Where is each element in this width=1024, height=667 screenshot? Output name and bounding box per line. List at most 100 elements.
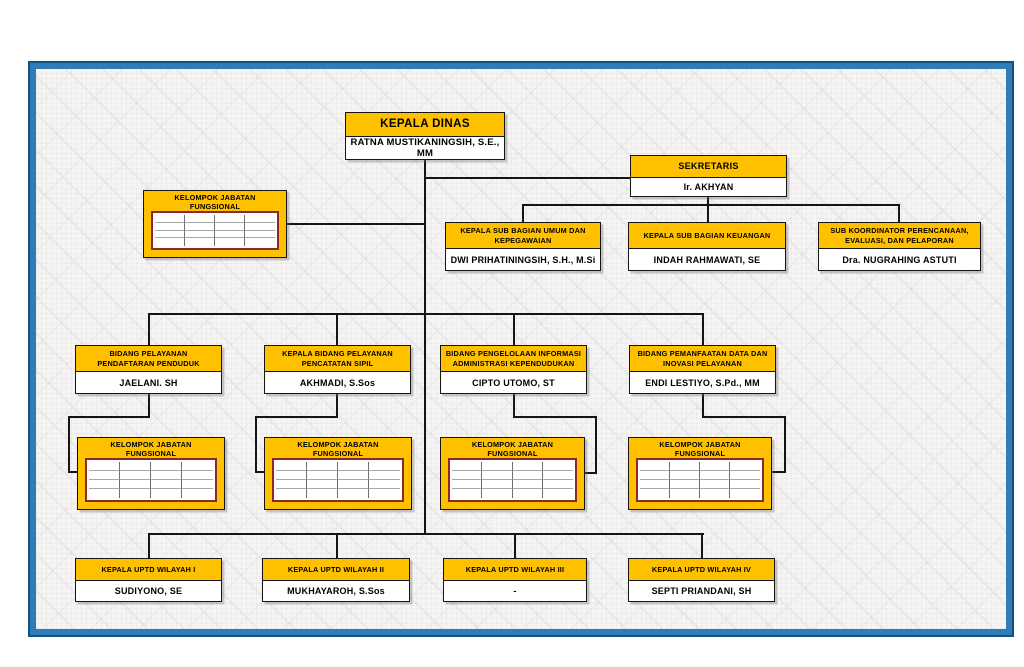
- table-cell: [276, 480, 307, 489]
- connector-kjf1-a: [148, 394, 150, 418]
- connector-kjf3-a: [513, 394, 515, 418]
- table-cell: [369, 471, 400, 480]
- table-cell: [640, 471, 670, 480]
- connector-kjf4-c: [784, 416, 786, 473]
- node-kepala-dinas-name: RATNA MUSTIKANINGSIH, S.E., MM: [345, 137, 505, 160]
- table-cell: [512, 471, 543, 480]
- table-cell: [151, 462, 182, 471]
- table-cell: [185, 230, 215, 239]
- table-cell: [730, 462, 760, 471]
- table-cell: [89, 471, 120, 480]
- node-sekretaris: SEKRETARIS Ir. AKHYAN: [630, 155, 787, 197]
- connector-uptd-bus: [148, 533, 704, 535]
- connector-sekretaris-drop: [707, 196, 709, 206]
- functional-group-1: KELOMPOK JABATAN FUNGSIONAL: [77, 437, 225, 510]
- functional-group-4: KELOMPOK JABATAN FUNGSIONAL: [628, 437, 772, 510]
- table-cell: [452, 480, 483, 489]
- node-uptd-2: KEPALA UPTD WILAYAH II MUKHAYAROH, S.Sos: [262, 558, 410, 602]
- table-cell: [700, 480, 730, 489]
- table-cell: [452, 471, 483, 480]
- connector-to-sekretaris: [424, 177, 631, 179]
- table-cell: [369, 489, 400, 498]
- node-bidang-pengelolaan-name: CIPTO UTOMO, ST: [440, 372, 587, 394]
- table-cell: [542, 471, 573, 480]
- node-uptd-2-title: KEPALA UPTD WILAYAH II: [262, 558, 410, 581]
- node-uptd-1-name: SUDIYONO, SE: [75, 581, 222, 602]
- table-cell: [482, 480, 513, 489]
- table-cell: [182, 489, 213, 498]
- table-cell: [120, 489, 151, 498]
- node-sekretaris-title: SEKRETARIS: [630, 155, 787, 178]
- functional-group-4-label: KELOMPOK JABATAN FUNGSIONAL: [659, 440, 741, 458]
- table-cell: [640, 462, 670, 471]
- table-cell: [215, 222, 245, 231]
- node-sub-umum: KEPALA SUB BAGIAN UMUM DAN KEPEGAWAIAN D…: [445, 222, 601, 271]
- connector-kjf2-b: [255, 416, 338, 418]
- node-sub-keuangan-name: INDAH RAHMAWATI, SE: [628, 249, 786, 271]
- node-bidang-pencatatan-title: KEPALA BIDANG PELAYANAN PENCATATAN SIPIL: [264, 345, 411, 372]
- table-cell: [338, 471, 369, 480]
- node-uptd-4: KEPALA UPTD WILAYAH IV SEPTI PRIANDANI, …: [628, 558, 775, 602]
- table-cell: [543, 489, 573, 498]
- node-uptd-3-name: -: [443, 581, 587, 602]
- table-cell: [307, 462, 338, 471]
- node-bidang-pemanfaatan-title: BIDANG PEMANFAATAN DATA DAN INOVASI PELA…: [629, 345, 776, 372]
- connector-bidang4-drop: [702, 313, 704, 345]
- functional-group-1-label: KELOMPOK JABATAN FUNGSIONAL: [110, 440, 192, 458]
- table-cell: [215, 238, 245, 246]
- connector-kjf4-d: [771, 471, 786, 473]
- table-cell: [215, 230, 245, 239]
- connector-kjf4-b: [702, 416, 786, 418]
- node-sub-perencanaan: SUB KOORDINATOR PERENCANAAN, EVALUASI, D…: [818, 222, 981, 271]
- table-cell: [276, 462, 307, 471]
- table-cell: [307, 471, 338, 480]
- table-cell: [185, 238, 215, 246]
- connector-uptd1-drop: [148, 533, 150, 558]
- connector-kjf2-c: [255, 416, 257, 473]
- table-cell: [155, 238, 185, 246]
- table-cell: [512, 462, 543, 471]
- node-uptd-4-name: SEPTI PRIANDANI, SH: [628, 581, 775, 602]
- table-cell: [730, 480, 760, 489]
- connector-uptd3-drop: [514, 533, 516, 558]
- functional-group-4-table: [636, 458, 764, 502]
- table-cell: [245, 223, 275, 231]
- functional-group-3: KELOMPOK JABATAN FUNGSIONAL: [440, 437, 585, 510]
- table-cell: [182, 480, 213, 489]
- connector-uptd2-drop: [336, 533, 338, 558]
- table-cell: [670, 480, 700, 489]
- connector-bidang3-drop: [513, 313, 515, 345]
- node-sekretaris-name: Ir. AKHYAN: [630, 178, 787, 197]
- functional-group-1-table: [85, 458, 217, 502]
- table-cell: [482, 462, 513, 471]
- functional-group-3-label: KELOMPOK JABATAN FUNGSIONAL: [471, 440, 554, 458]
- connector-sub2-drop: [707, 204, 709, 222]
- table-cell: [155, 230, 185, 239]
- node-uptd-1: KEPALA UPTD WILAYAH I SUDIYONO, SE: [75, 558, 222, 602]
- table-cell: [670, 471, 700, 480]
- table-cell: [185, 215, 215, 223]
- table-cell: [452, 462, 483, 471]
- table-cell: [89, 480, 120, 489]
- functional-group-2: KELOMPOK JABATAN FUNGSIONAL: [264, 437, 412, 510]
- outer-frame: [28, 61, 1014, 637]
- node-bidang-pendaftaran-title: BIDANG PELAYANAN PENDAFTARAN PENDUDUK: [75, 345, 222, 372]
- table-cell: [482, 489, 513, 498]
- table-cell: [151, 471, 182, 480]
- node-bidang-pengelolaan-title: BIDANG PENGELOLAAN INFORMASI ADMINISTRAS…: [440, 345, 587, 372]
- table-cell: [245, 215, 275, 223]
- table-cell: [338, 489, 369, 498]
- table-cell: [151, 489, 182, 498]
- functional-group-2-table: [272, 458, 404, 502]
- connector-uptd4-drop: [701, 533, 703, 558]
- table-cell: [700, 462, 730, 471]
- table-cell: [89, 489, 120, 498]
- table-cell: [730, 489, 760, 498]
- connector-bidang2-drop: [336, 313, 338, 345]
- node-uptd-2-name: MUKHAYAROH, S.Sos: [262, 581, 410, 602]
- table-cell: [640, 489, 670, 498]
- connector-sub3-drop: [898, 204, 900, 222]
- table-cell: [512, 480, 543, 489]
- connector-kjf1-d: [68, 471, 79, 473]
- table-cell: [185, 222, 215, 231]
